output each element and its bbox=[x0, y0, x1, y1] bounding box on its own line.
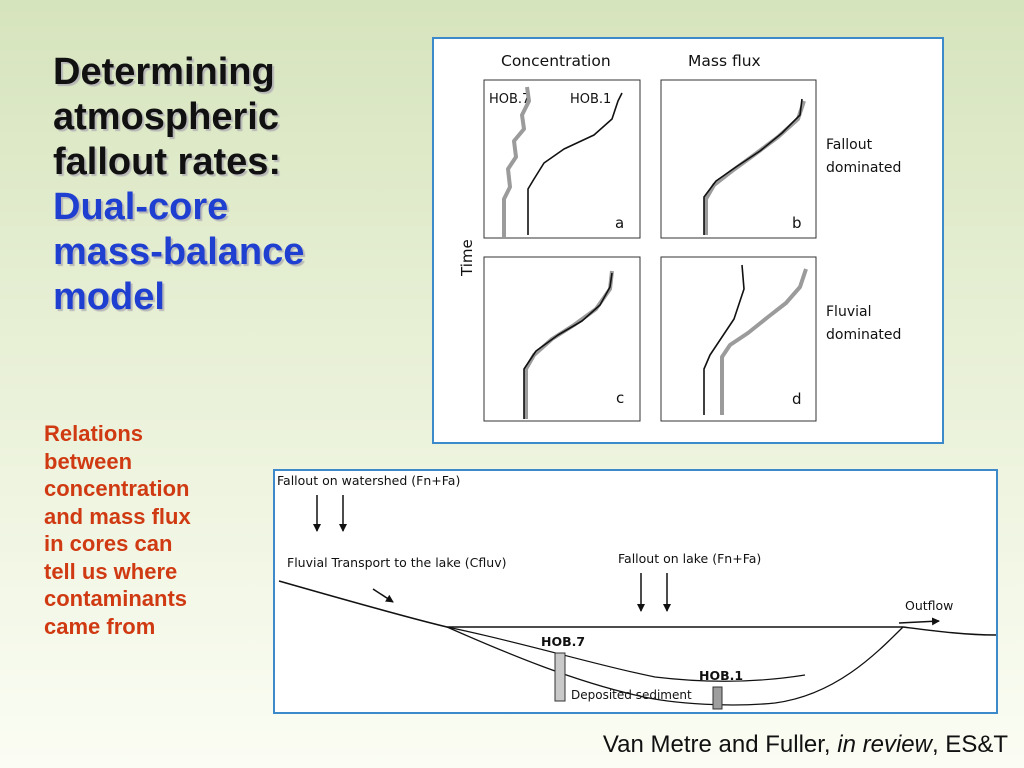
row1-label-line1: Fallout bbox=[826, 137, 873, 153]
outflow-arrow bbox=[898, 617, 940, 626]
fluvial-arrow bbox=[372, 588, 394, 603]
citation-status: in review bbox=[837, 731, 932, 758]
subplot-a-letter: a bbox=[615, 214, 624, 232]
lake-bottom-line bbox=[446, 626, 904, 706]
note-line-6: tell us where bbox=[44, 558, 178, 584]
core-hob7-label: HOB.7 bbox=[541, 634, 585, 649]
title-line-5: mass-balance bbox=[53, 231, 305, 273]
subplot-a-hob7-curve bbox=[502, 86, 531, 237]
fallout-lake-label: Fallout on lake (Fn+Fa) bbox=[618, 551, 761, 566]
deposited-sediment-label: Deposited sediment bbox=[571, 688, 692, 702]
fallout-watershed-label: Fallout on watershed (Fn+Fa) bbox=[277, 473, 460, 488]
note-line-1: Relations bbox=[44, 421, 144, 446]
title-line-1: Determining bbox=[53, 51, 275, 93]
lake-section-diagram: Fallout on watershed (Fn+Fa) Fluvial Tra… bbox=[277, 473, 996, 710]
row1-label-line2: dominated bbox=[826, 160, 901, 176]
subplot-c-hob1-curve bbox=[523, 272, 613, 419]
fluvial-transport-label: Fluvial Transport to the lake (Cfluv) bbox=[287, 555, 506, 570]
subplot-d-letter: d bbox=[792, 390, 802, 408]
lake-section-panel: Fallout on watershed (Fn+Fa) Fluvial Tra… bbox=[273, 469, 998, 714]
subplot-a-hob1-curve bbox=[527, 92, 623, 235]
axis-time-label: Time bbox=[458, 239, 476, 277]
subplot-c-hob7-curve bbox=[524, 270, 614, 419]
subplot-d-hob7-curve bbox=[720, 268, 808, 415]
title-line-3: fallout rates: bbox=[53, 141, 282, 183]
col-header-mass-flux: Mass flux bbox=[688, 52, 761, 70]
subplot-b-frame bbox=[660, 79, 817, 239]
explanation-note: Relations between concentration and mass… bbox=[44, 420, 244, 640]
citation: Van Metre and Fuller, in review, ES&T bbox=[603, 731, 1008, 759]
profile-figure-panel: Concentration Mass flux Time HOB.7 HOB.1… bbox=[432, 37, 944, 444]
subplot-c-frame bbox=[483, 256, 641, 422]
outflow-label: Outflow bbox=[905, 598, 953, 613]
subplot-d-hob1-curve bbox=[703, 264, 745, 415]
subplot-a-frame bbox=[483, 79, 641, 239]
note-line-2: between bbox=[44, 448, 133, 474]
subplot-d-frame bbox=[660, 256, 817, 422]
citation-authors: Van Metre and Fuller, bbox=[602, 731, 838, 758]
subplot-b-letter: b bbox=[792, 214, 802, 232]
profile-figure: Concentration Mass flux Time HOB.7 HOB.1… bbox=[458, 52, 901, 422]
subplot-b-hob1-curve bbox=[703, 98, 803, 235]
slide-title: Determining atmospheric fallout rates: D… bbox=[53, 50, 383, 320]
core-hob1-label: HOB.1 bbox=[699, 668, 743, 683]
note-line-7: contaminants bbox=[44, 586, 188, 611]
note-line-5: in cores can bbox=[44, 531, 173, 556]
col-header-concentration: Concentration bbox=[501, 52, 611, 70]
row2-label-line1: Fluvial bbox=[826, 304, 871, 320]
core-hob7 bbox=[554, 652, 566, 702]
row2-label-line2: dominated bbox=[826, 327, 901, 343]
subplot-a-hob7-label: HOB.7 bbox=[489, 92, 530, 107]
note-line-3: concentration bbox=[44, 476, 190, 501]
sediment-surface-line bbox=[446, 626, 806, 682]
title-line-6: model bbox=[53, 276, 165, 318]
subplot-c-letter: c bbox=[616, 389, 624, 407]
subplot-a-hob1-label: HOB.1 bbox=[570, 92, 611, 107]
title-line-4: Dual-core bbox=[53, 186, 229, 228]
citation-journal: , ES&T bbox=[931, 731, 1008, 758]
subplot-b-hob7-curve bbox=[704, 100, 806, 235]
note-line-8: came from bbox=[44, 613, 156, 639]
note-line-4: and mass flux bbox=[44, 503, 191, 529]
core-hob1 bbox=[712, 686, 723, 710]
water-surface-line bbox=[278, 580, 996, 636]
title-line-2: atmospheric bbox=[53, 96, 279, 138]
